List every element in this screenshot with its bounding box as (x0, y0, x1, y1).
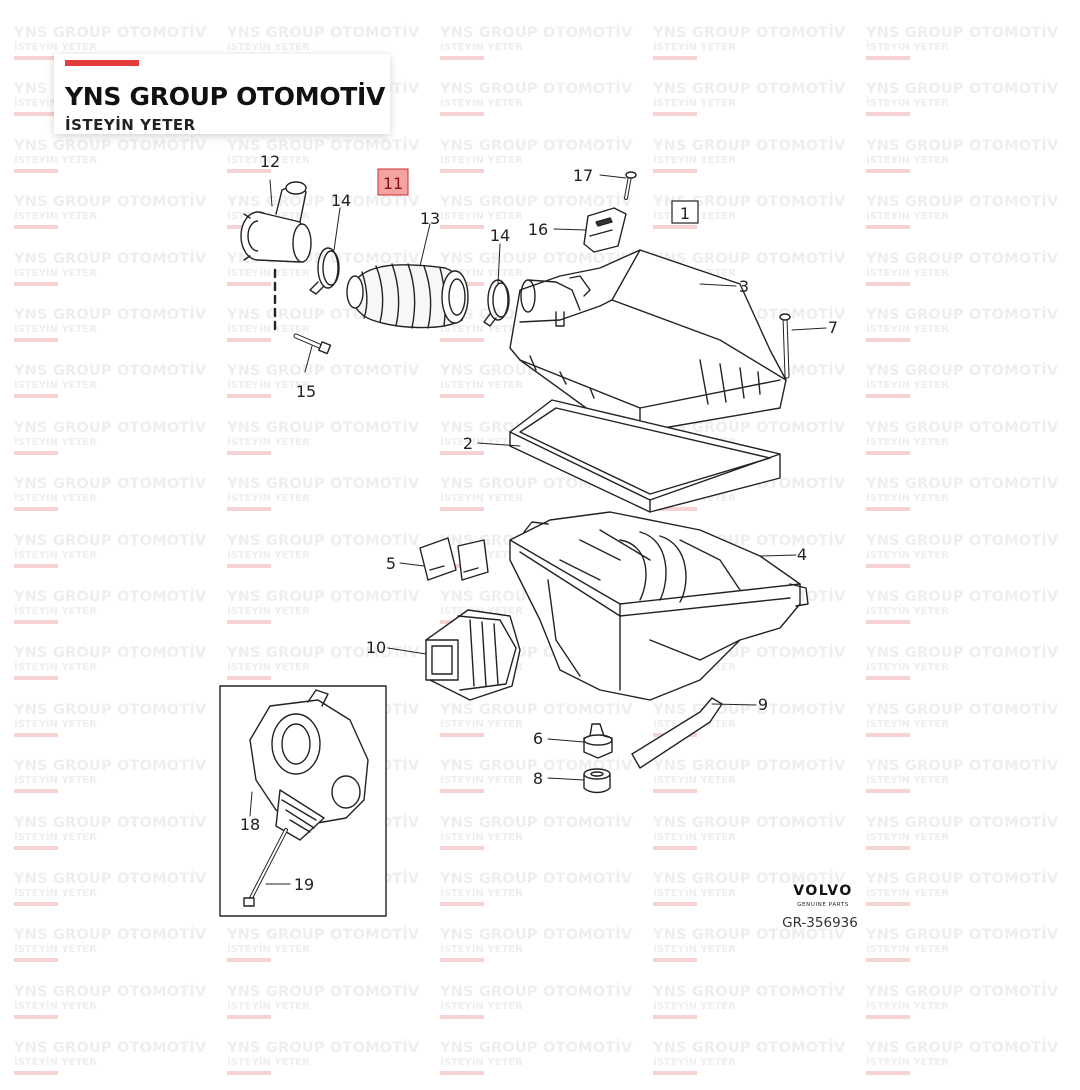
part-label-14-right: 14 (490, 226, 510, 245)
part-label-10: 10 (366, 638, 386, 657)
part-8-grommet (583, 768, 611, 794)
part-14-hose-clamp-left (309, 247, 340, 295)
part-label-9: 9 (758, 695, 768, 714)
part-label-14-left: 14 (331, 191, 351, 210)
part-10-duct (425, 609, 521, 701)
part-18-throttle-body (249, 689, 369, 841)
part-16-sensor (583, 207, 627, 253)
inset-box (219, 685, 387, 917)
part-13-intake-hose (346, 263, 469, 329)
part-6-grommet (583, 723, 613, 759)
part-label-8: 8 (533, 769, 543, 788)
part-label-12: 12 (260, 152, 280, 171)
part-2-filter-element (509, 399, 781, 513)
part-label-13: 13 (420, 209, 440, 228)
part-label-17: 17 (573, 166, 593, 185)
part-4-filter-housing (509, 511, 809, 701)
part-label-16: 16 (528, 220, 548, 239)
brand-slogan: İSTEYİN YETER (65, 116, 196, 134)
part-12-inlet-pipe (240, 181, 312, 332)
part-label-19: 19 (294, 875, 314, 894)
part-label-2: 2 (463, 434, 473, 453)
highlight-box-part-11 (377, 168, 409, 196)
part-label-1: 1 (680, 204, 690, 223)
part-1-label-box (671, 200, 699, 224)
part-14-hose-clamp-right (483, 279, 510, 327)
manufacturer-subtitle: GENUINE PARTS (797, 902, 849, 908)
part-15-bolt (293, 333, 332, 355)
leader-lines (249, 174, 827, 885)
part-label-3: 3 (739, 277, 749, 296)
part-label-4: 4 (797, 545, 807, 564)
part-label-7: 7 (828, 318, 838, 337)
part-label-5: 5 (386, 554, 396, 573)
part-19-bolt (243, 828, 288, 907)
brand-name: YNS GROUP OTOMOTİV (65, 82, 386, 111)
manufacturer-logo: VOLVO (793, 883, 852, 899)
part-label-18: 18 (240, 815, 260, 834)
part-label-6: 6 (533, 729, 543, 748)
part-label-15: 15 (296, 382, 316, 401)
part-7-bolt (779, 313, 791, 379)
part-label-11: 11 (383, 174, 403, 193)
brand-accent-bar (65, 60, 139, 66)
diagram-reference: GR-356936 (782, 915, 858, 931)
brand-card: YNS GROUP OTOMOTİV İSTEYİN YETER (54, 54, 390, 134)
part-17-screw (624, 171, 637, 200)
part-9-seal-strip (631, 697, 723, 769)
part-5-clips (419, 537, 489, 581)
